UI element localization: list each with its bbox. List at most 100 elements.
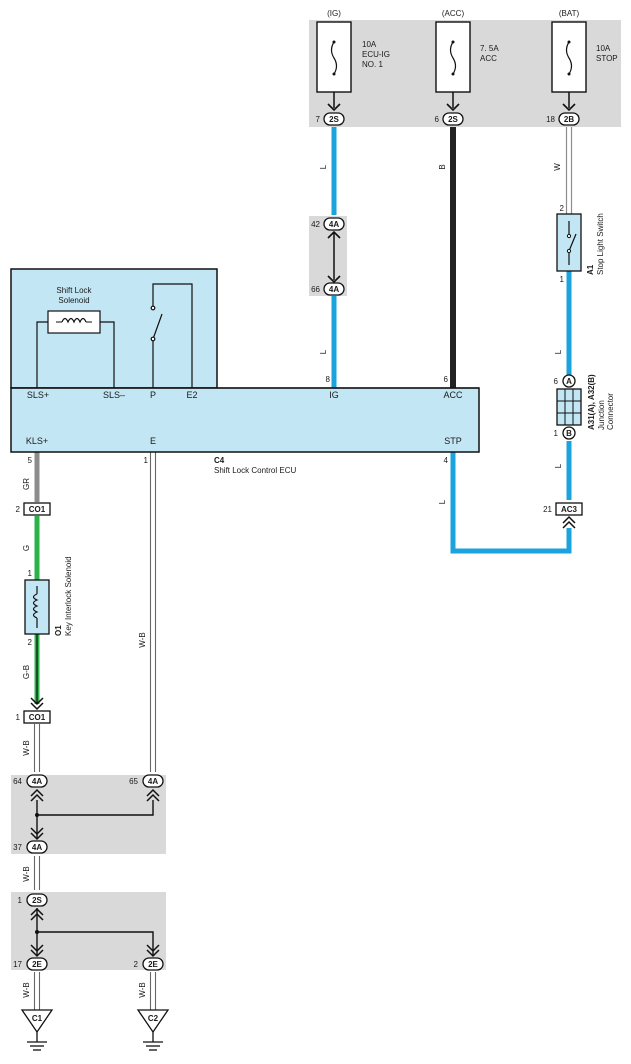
ecu-term-kls: KLS+: [26, 436, 48, 446]
fuse-acc-name: ACC: [480, 54, 497, 63]
connector-2s-ig: 2S: [323, 103, 345, 126]
wire-label-wb1: W-B: [22, 740, 31, 755]
junction-code: A31(A), A32(B): [587, 374, 596, 430]
svg-text:B: B: [566, 429, 572, 438]
connector-co1-top: CO1: [23, 502, 51, 516]
pin-co1-top: 2: [16, 505, 21, 514]
fuse-ig-rating: 10A: [362, 40, 377, 49]
wire-wb-right: [149, 972, 157, 1010]
wire-label-stp3: L: [438, 499, 447, 504]
ecu-term-acc: ACC: [443, 390, 463, 400]
svg-text:4A: 4A: [329, 285, 339, 294]
interlock-pin-bottom: 2: [28, 638, 33, 647]
pin-2e-17: 17: [13, 960, 22, 969]
wire-label-kls: GR: [22, 478, 31, 490]
wire-label-wb4: W-B: [138, 982, 147, 997]
connector-2s-acc: 2S: [442, 103, 464, 126]
ecu-term-e: E: [150, 436, 156, 446]
ecu-name: Shift Lock Control ECU: [214, 466, 296, 475]
pin-21: 21: [543, 505, 552, 514]
connector-4a-64: 4A: [26, 774, 48, 802]
svg-text:2S: 2S: [448, 115, 458, 124]
wire-label-stp2: L: [554, 463, 563, 468]
wire-label-wb2: W-B: [22, 866, 31, 881]
stop-switch-pin-top: 2: [560, 204, 565, 213]
shift-lock-solenoid: [36, 310, 115, 388]
ecu-box: [10, 268, 480, 453]
ecu-term-sls-minus: SLS–: [103, 390, 125, 400]
pin-ig: 7: [316, 115, 321, 124]
ecu-term-sls-plus: SLS+: [27, 390, 49, 400]
svg-text:CO1: CO1: [29, 505, 46, 514]
pin-co1-bottom: 1: [16, 713, 21, 722]
connector-co1-bottom: CO1: [23, 697, 51, 724]
connector-4a-65: 4A: [142, 774, 164, 802]
svg-text:2E: 2E: [32, 960, 42, 969]
wire-label-bat: W: [553, 163, 562, 171]
svg-text:4A: 4A: [32, 777, 42, 786]
svg-text:C2: C2: [148, 1014, 159, 1023]
ecu-term-stp: STP: [444, 436, 462, 446]
svg-text:4A: 4A: [148, 777, 158, 786]
svg-text:2S: 2S: [329, 115, 339, 124]
pin-42: 42: [311, 220, 320, 229]
svg-text:C1: C1: [32, 1014, 43, 1023]
wire-stp: [450, 271, 572, 554]
interlock-name: Key Interlock Solenoid: [64, 556, 73, 636]
wire-label-stp1: L: [554, 349, 563, 354]
wire-label-e: W-B: [138, 632, 147, 647]
ecu-pin-ig: 8: [326, 375, 331, 384]
wire-e: [149, 452, 157, 772]
ground-c2: C2: [136, 1009, 170, 1051]
svg-text:AC3: AC3: [561, 505, 578, 514]
svg-text:2E: 2E: [148, 960, 158, 969]
wire-label-acc: B: [438, 164, 447, 169]
stop-light-switch: [556, 213, 582, 272]
stop-switch-name: Stop Light Switch: [596, 213, 605, 275]
pin-2e-2: 2: [134, 960, 139, 969]
svg-text:A: A: [566, 377, 572, 386]
fuse-ig-num: NO. 1: [362, 60, 383, 69]
ecu-p-switch: [150, 283, 193, 388]
connector-4a-bottom: 4A: [323, 275, 345, 296]
power-source-bat: (BAT): [559, 9, 580, 18]
ecu-pin-e: 1: [144, 456, 149, 465]
connector-2e-17: 2E: [26, 944, 48, 971]
fuse-ig-name: ECU-IG: [362, 50, 390, 59]
ecu-term-e2: E2: [186, 390, 197, 400]
j2s-bus: [36, 908, 154, 955]
svg-text:2S: 2S: [32, 896, 42, 905]
power-source-ig: (IG): [327, 9, 341, 18]
connector-ac3: AC3: [555, 502, 583, 529]
ecu-code: C4: [214, 456, 225, 465]
key-interlock-solenoid: [24, 579, 50, 635]
power-source-acc: (ACC): [442, 9, 465, 18]
connector-2b-bat: 2B: [558, 103, 580, 126]
ecu-pin-acc: 6: [444, 375, 449, 384]
wire-label-ig2: L: [319, 349, 328, 354]
junction-connector: A B: [556, 374, 582, 440]
solenoid-label-2: Solenoid: [58, 296, 89, 305]
connector-4a-top: 4A: [323, 217, 345, 239]
stop-switch-pin-bottom: 1: [560, 275, 565, 284]
stop-switch-code: A1: [586, 264, 595, 275]
svg-text:4A: 4A: [32, 843, 42, 852]
connector-2e-2: 2E: [142, 944, 164, 971]
junction-pin-top: 6: [554, 377, 559, 386]
svg-text:4A: 4A: [329, 220, 339, 229]
pin-2s-1: 1: [18, 896, 23, 905]
fuse-acc-rating: 7. 5A: [480, 44, 499, 53]
ecu-pin-kls: 5: [28, 456, 33, 465]
j4a-bus: [36, 800, 154, 816]
junction-pin-bottom: 1: [554, 429, 559, 438]
fuse-acc: [435, 21, 471, 93]
pin-bat: 18: [546, 115, 555, 124]
svg-text:2B: 2B: [564, 115, 574, 124]
ground-c1: C1: [20, 1009, 54, 1051]
pin-acc: 6: [435, 115, 440, 124]
solenoid-label-1: Shift Lock: [56, 286, 92, 295]
fuse-bat: [551, 21, 587, 93]
wire-wb-left: [33, 724, 41, 1010]
wire-label-wb3: W-B: [22, 982, 31, 997]
